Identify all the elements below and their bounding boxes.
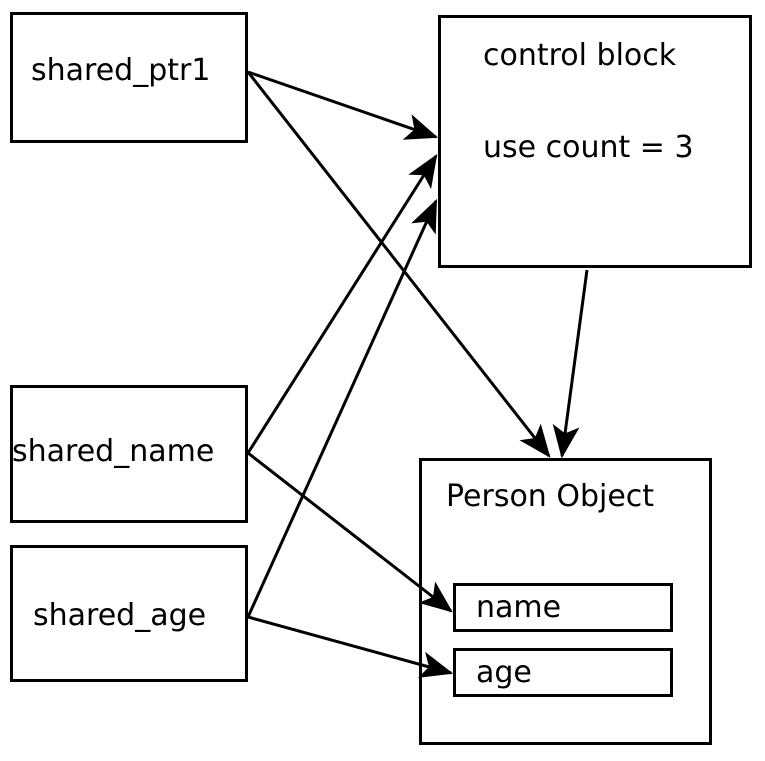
person-field-name[interactable]	[453, 583, 673, 632]
edge-shared-name-to-name-field	[247, 451, 453, 613]
person-field-age-label: age	[476, 655, 532, 690]
edge-shared-age-to-control-block	[246, 198, 438, 618]
edge-shared-age-to-age-field	[247, 615, 454, 678]
node-shared-ptr1-label: shared_ptr1	[31, 53, 211, 88]
person-object-title: Person Object	[446, 479, 655, 514]
edge-shared-ptr1-to-control-block	[247, 70, 439, 140]
node-shared-age-label: shared_age	[33, 598, 207, 633]
node-control-block[interactable]	[438, 15, 752, 268]
edge-shared-ptr1-to-person-object	[246, 71, 551, 458]
node-shared-name[interactable]	[10, 385, 248, 523]
control-block-use-count: use count = 3	[483, 130, 694, 165]
node-shared-name-label: shared_name	[12, 434, 215, 469]
node-person-object[interactable]	[419, 458, 712, 745]
control-block-title: control block	[483, 38, 677, 73]
edge-shared-name-to-control-block	[246, 153, 438, 454]
edge-control-block-to-person-object	[552, 269, 589, 459]
person-field-age[interactable]	[453, 648, 673, 697]
node-shared-ptr1[interactable]	[10, 12, 248, 143]
person-field-name-label: name	[476, 590, 562, 625]
node-shared-age[interactable]	[10, 545, 248, 682]
